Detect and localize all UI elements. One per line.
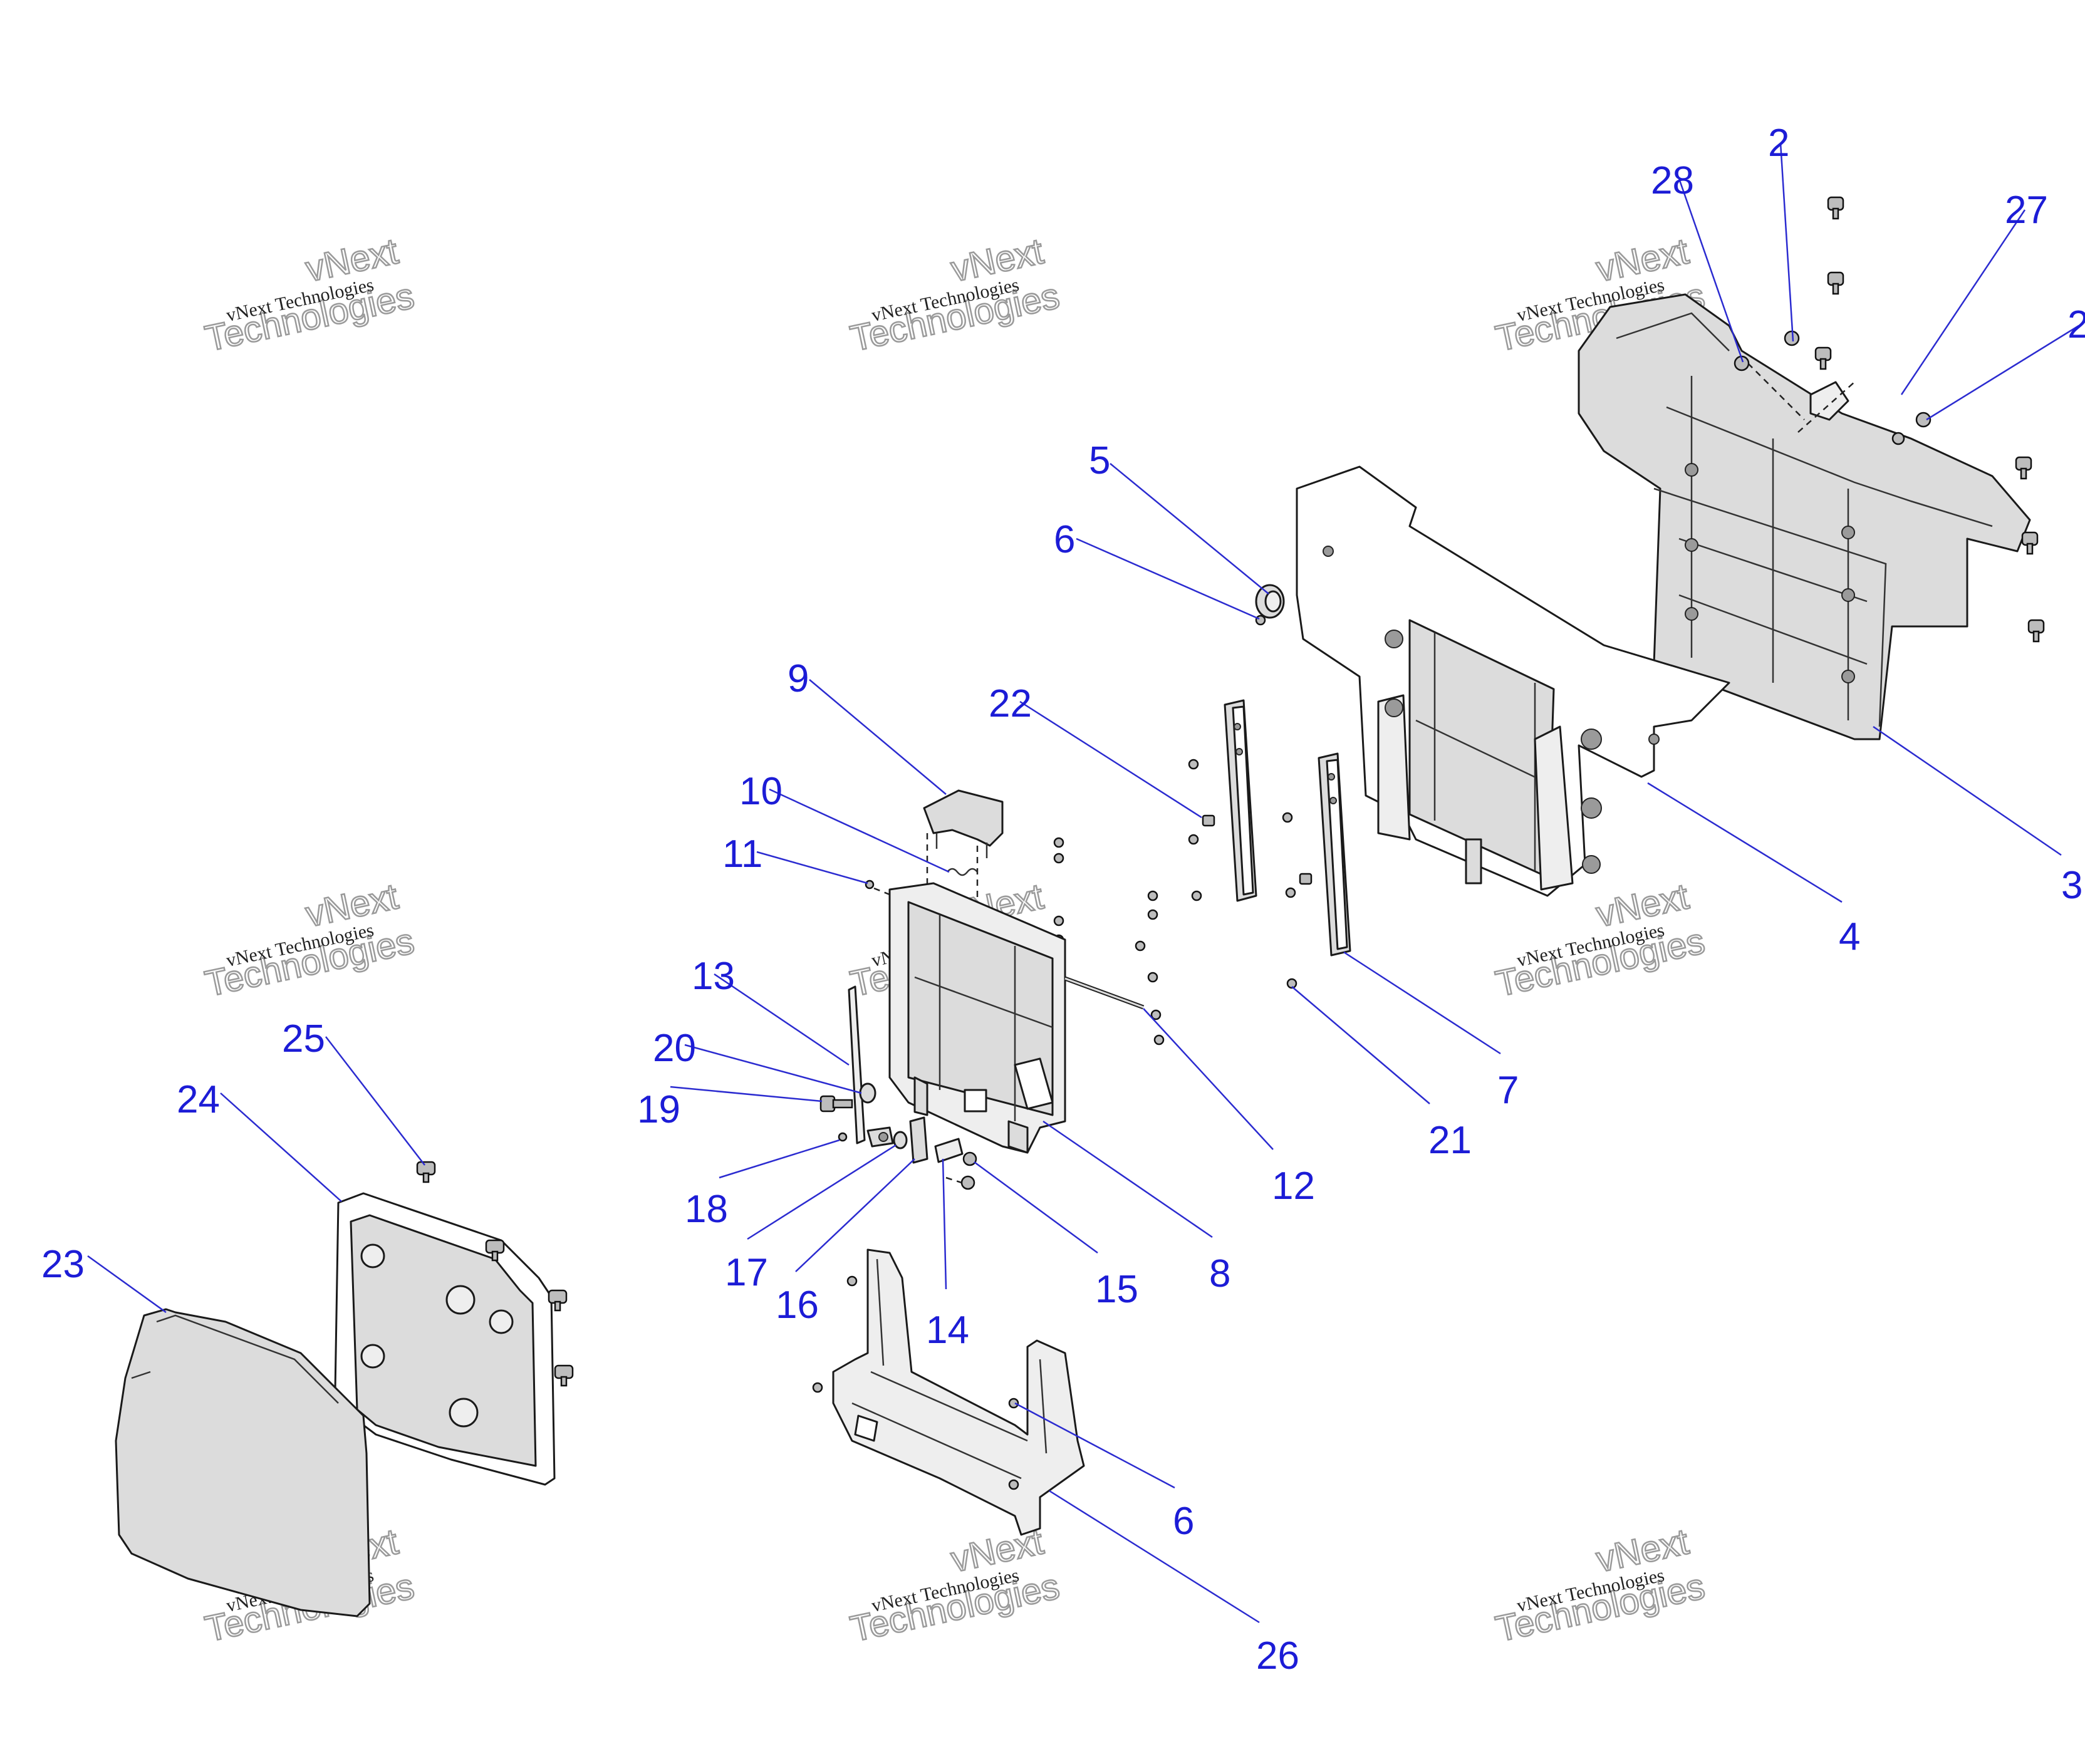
leader-line [1076, 537, 1260, 620]
callout-number: 4 [1839, 915, 1860, 958]
leader-line [1143, 1008, 1274, 1150]
leader-line [1343, 951, 1501, 1055]
callout-number: 16 [776, 1284, 819, 1327]
part-23-cushion-cover [115, 1308, 371, 1617]
callout-number: 14 [926, 1309, 969, 1352]
part-12-rod [1064, 976, 1145, 1010]
leader-line [1291, 986, 1430, 1104]
fasteners-part-26 [812, 1275, 1019, 1490]
leader-line [769, 788, 950, 873]
callout-number: 23 [41, 1243, 85, 1286]
part-6-pin [1255, 615, 1266, 626]
leader-line [220, 1092, 342, 1202]
callout-number: 17 [725, 1251, 768, 1294]
leader-line [747, 1144, 897, 1240]
leader-line [1019, 700, 1202, 819]
callout-number: 12 [1272, 1165, 1315, 1208]
part-5-bushing [1255, 584, 1285, 619]
leader-line [1678, 178, 1744, 363]
leader-line [1110, 463, 1269, 594]
callout-number: 13 [692, 955, 735, 998]
part-16-clip [909, 1116, 928, 1164]
part-17-arm [866, 1126, 908, 1149]
part-26-lower-bracket [832, 1248, 1085, 1536]
leader-line [942, 1158, 947, 1290]
callout-number: 19 [637, 1088, 680, 1131]
callout-number: 27 [2005, 189, 2048, 232]
leader-line [1014, 1402, 1175, 1489]
part-4-main-frame [1296, 465, 1730, 897]
leader-line [756, 851, 868, 885]
part-8-seat-bracket [888, 882, 1066, 1154]
callout-number: 26 [1256, 1634, 1299, 1678]
fasteners-part-24 [416, 1161, 574, 1387]
callout-number: 6 [1173, 1500, 1194, 1543]
callout-number: 25 [282, 1017, 325, 1061]
part-18-washer [838, 1132, 848, 1142]
part-19-bolt [819, 1095, 853, 1113]
leader-line [1647, 782, 1843, 903]
callout-number: 8 [1209, 1252, 1230, 1295]
callout-number: 2 [1768, 122, 1789, 165]
leader-line [714, 973, 850, 1066]
callout-number: 24 [177, 1078, 220, 1121]
leader-line [325, 1036, 425, 1166]
callout-number: 5 [1089, 439, 1110, 482]
callout-number: 21 [1428, 1119, 1472, 1162]
part-15-nut [945, 1151, 977, 1190]
callout-number: 20 [653, 1027, 696, 1070]
callout-number: 18 [685, 1188, 728, 1231]
leader-line [1900, 209, 2026, 395]
callout-number: 9 [788, 657, 809, 700]
callout-number: 22 [989, 682, 1032, 725]
part-13-link-rod [848, 985, 866, 1144]
leader-line [809, 679, 947, 795]
leader-line [974, 1161, 1098, 1254]
callout-number: 2 [2067, 303, 2085, 346]
callout-number: 15 [1095, 1268, 1138, 1311]
part-22-left-rail [1224, 699, 1257, 902]
leader-line [1873, 725, 2062, 856]
part-7-right-rail [1318, 752, 1351, 957]
callout-number: 3 [2061, 864, 2082, 907]
part-24-back-plate [334, 1192, 556, 1486]
leader-line [1049, 1490, 1260, 1624]
fasteners-rails [1053, 759, 1313, 1045]
callout-number: 28 [1651, 159, 1694, 202]
part-20-bushing [859, 1082, 876, 1104]
leader-line [719, 1139, 840, 1179]
callout-number: 11 [722, 833, 762, 876]
leader-line [795, 1158, 915, 1272]
leader-line [1926, 324, 2079, 421]
part-9-latch-cover [923, 789, 1004, 858]
part-14-plate [934, 1138, 964, 1163]
leader-line [87, 1255, 167, 1314]
leader-line [670, 1086, 823, 1102]
leader-line [1779, 142, 1794, 342]
leader-line [1042, 1120, 1213, 1238]
callout-number: 6 [1054, 518, 1075, 561]
part-3-rear-panel [1578, 293, 2031, 740]
callout-number: 10 [739, 770, 783, 813]
callout-number: 7 [1497, 1069, 1519, 1112]
leader-line [684, 1044, 862, 1094]
